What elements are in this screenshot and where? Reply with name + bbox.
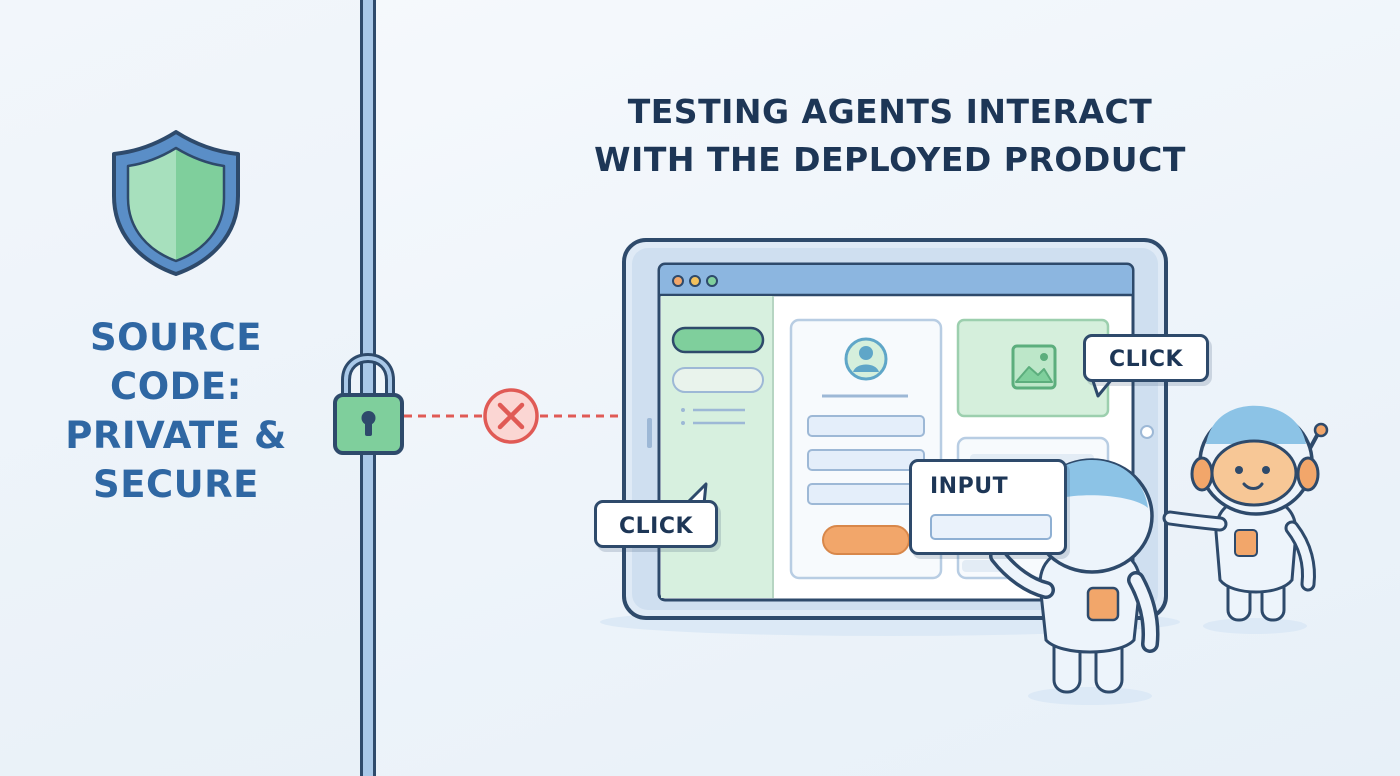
shield-icon [112, 130, 240, 276]
caption-line: SECURE [93, 463, 259, 506]
input-bubble-field [930, 514, 1052, 540]
title-line: TESTING AGENTS INTERACT [627, 92, 1153, 131]
input-bubble: INPUT [909, 459, 1067, 555]
source-code-caption: SOURCE CODE: PRIVATE & SECURE [40, 313, 312, 509]
caption-line: SOURCE [89, 316, 263, 359]
left-panel [0, 0, 368, 776]
click-bubble-right: CLICK [1083, 334, 1209, 382]
avatar-icon [844, 337, 888, 381]
click-bubble-label: CLICK [1108, 347, 1184, 372]
click-bubble-left: CLICK [594, 500, 718, 548]
title-line: WITH THE DEPLOYED PRODUCT [594, 140, 1186, 179]
caption-line: CODE: [110, 365, 242, 408]
robot-agent-right [1162, 405, 1329, 634]
blocked-x-icon [483, 388, 539, 444]
click-bubble-label: CLICK [618, 514, 694, 539]
caption-line: PRIVATE & [65, 414, 287, 457]
divider-line [360, 0, 376, 776]
padlock-icon [333, 352, 404, 455]
input-bubble-label: INPUT [930, 474, 1009, 499]
testing-agents-title: TESTING AGENTS INTERACT WITH THE DEPLOYE… [560, 88, 1220, 184]
image-icon [1011, 344, 1057, 390]
